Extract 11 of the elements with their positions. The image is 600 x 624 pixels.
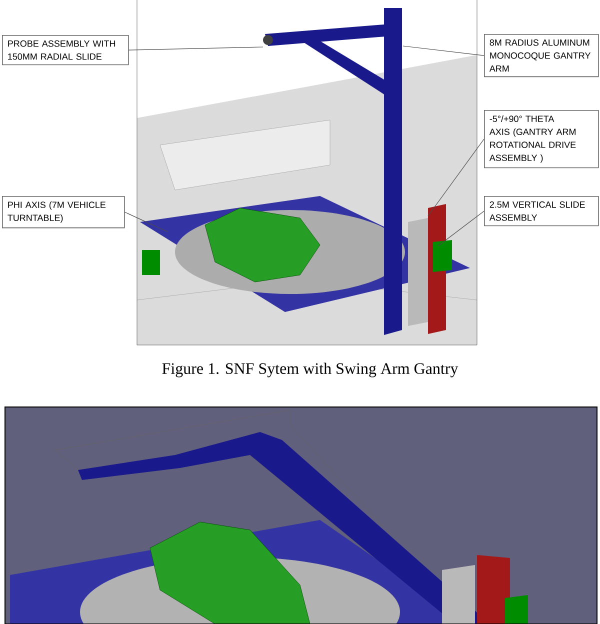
leader-line	[128, 46, 264, 50]
callout-box: -5°/+90° THETA AXIS (GANTRY ARM ROTATIONAL DRIVE ASSEMBLY )	[484, 110, 599, 168]
leader-line	[124, 212, 168, 232]
leader-line	[438, 210, 484, 246]
callout-box: PROBE ASSEMBLY WITH 150MM RADIAL SLIDE	[2, 35, 129, 66]
callout-box: 8M RADIUS ALUMINUM MONOCOQUE GANTRY ARM	[484, 34, 599, 78]
callout-box: PHI AXIS (7M VEHICLE TURNTABLE)	[2, 196, 125, 228]
leader-line	[402, 46, 484, 56]
figure-caption: Figure 1. SNF Sytem with Swing Arm Gantry	[162, 362, 458, 378]
leader-line	[428, 138, 484, 216]
callout-box: 2.5M VERTICAL SLIDE ASSEMBLY	[484, 196, 599, 226]
